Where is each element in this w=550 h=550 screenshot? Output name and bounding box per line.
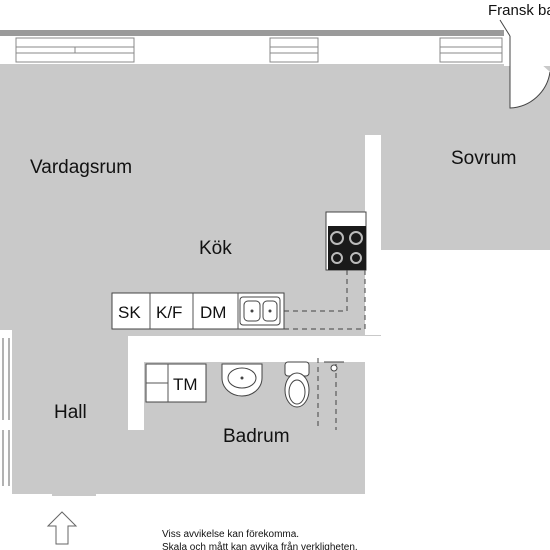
room-label-hall: Hall <box>54 402 87 423</box>
balcony-label: Fransk balkong <box>488 2 550 19</box>
room-label-kok: Kök <box>199 238 232 259</box>
shower-fixture <box>317 358 344 430</box>
sovrum-wall-bottom <box>381 250 550 268</box>
disclaimer-line-2: Skala och mått kan avvika från verklighe… <box>162 541 358 550</box>
appliance-label-sk: SK <box>118 303 141 322</box>
hall-door <box>0 336 12 488</box>
appliance-label-kf: K/F <box>156 303 182 322</box>
appliance-label-tm: TM <box>173 375 198 394</box>
washbasin-icon <box>221 363 263 397</box>
bathroom-wall-left <box>128 336 144 430</box>
bottom-wall <box>0 494 550 534</box>
entrance-arrow-icon <box>46 511 78 545</box>
window-middle <box>269 37 319 63</box>
stove-icon <box>325 211 367 271</box>
sink-icon <box>239 296 281 326</box>
toilet-icon <box>284 361 310 408</box>
balcony-door <box>499 19 550 109</box>
room-label-sovrum: Sovrum <box>451 148 516 169</box>
bathroom-wall-top <box>128 336 381 362</box>
sovrum-wall-vertical <box>365 135 381 335</box>
window-left <box>15 37 135 63</box>
room-label-vardagsrum: Vardagsrum <box>30 157 132 178</box>
appliance-label-dm: DM <box>200 303 226 322</box>
room-label-badrum: Badrum <box>223 426 290 447</box>
disclaimer-line-1: Viss avvikelse kan förekomma. <box>162 529 299 540</box>
washing-machine <box>145 363 207 403</box>
window-right <box>439 37 503 63</box>
bathroom-wall-right <box>365 336 381 494</box>
